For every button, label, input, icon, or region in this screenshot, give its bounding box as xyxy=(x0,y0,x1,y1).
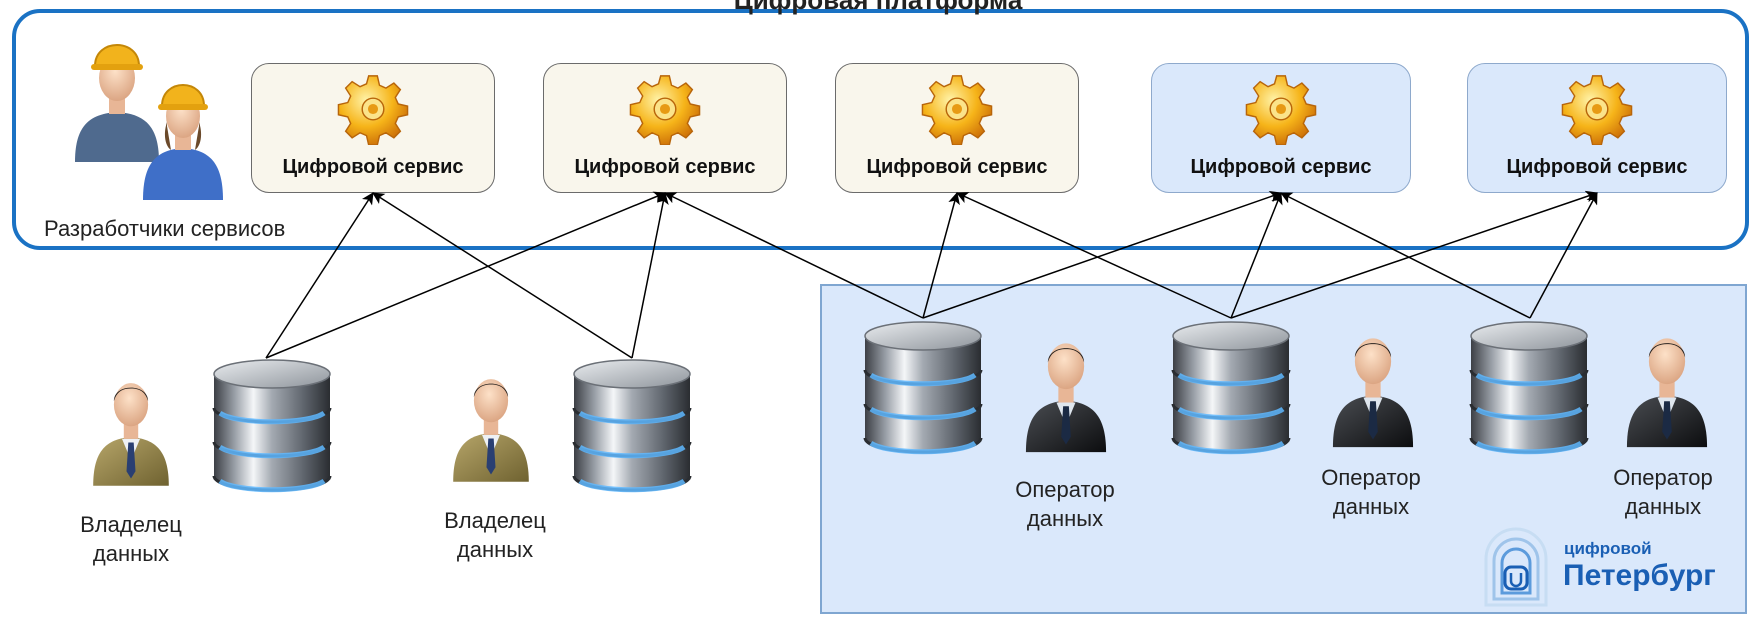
arrow xyxy=(1280,192,1531,319)
data-owner-caption: Владелец данных xyxy=(80,512,182,566)
arrow xyxy=(956,192,1232,319)
arrow xyxy=(631,192,669,359)
arrow xyxy=(372,192,633,359)
data-operator-caption: Оператор данных xyxy=(1321,465,1421,519)
arrow xyxy=(922,190,1282,319)
digital-petersburg-logo: цифровой Петербург xyxy=(1478,527,1742,609)
logo-small-text: цифровой xyxy=(1564,539,1652,558)
data-operator-icon xyxy=(1325,325,1421,449)
service-box: Цифровой сервис xyxy=(1467,63,1727,193)
platform-frame xyxy=(12,9,1749,250)
data-owner-caption: Владелец данных xyxy=(444,508,546,562)
service-label: Цифровой сервис xyxy=(574,156,756,178)
petersburg-logo-icon xyxy=(1484,527,1548,607)
data-operator-icon xyxy=(1619,325,1715,449)
service-label: Цифровой сервис xyxy=(1506,156,1688,178)
database-icon xyxy=(570,356,694,496)
data-operator-caption: Оператор данных xyxy=(1613,465,1713,519)
developers-caption: Разработчики сервисов xyxy=(44,216,286,241)
data-owner-icon xyxy=(446,366,536,484)
database-icon xyxy=(861,318,985,458)
logo-big-text: Петербург xyxy=(1563,559,1716,592)
data-operator-icon xyxy=(1018,330,1114,454)
database-icon xyxy=(210,356,334,496)
service-box: Цифровой сервис xyxy=(251,63,495,193)
diagram-title: Цифровая платформа xyxy=(733,0,1023,15)
service-label: Цифровой сервис xyxy=(1190,156,1372,178)
arrow xyxy=(664,192,924,319)
arrow xyxy=(1230,190,1598,319)
database-icon xyxy=(1467,318,1591,458)
service-box: Цифровой сервис xyxy=(1151,63,1411,193)
arrow xyxy=(1230,192,1283,319)
service-label: Цифровой сервис xyxy=(866,156,1048,178)
arrow xyxy=(1529,192,1598,319)
arrow xyxy=(922,192,960,319)
data-owner-icon xyxy=(86,370,176,488)
arrow xyxy=(265,191,666,359)
database-icon xyxy=(1169,318,1293,458)
data-operator-caption: Оператор данных xyxy=(1015,477,1115,531)
service-label: Цифровой сервис xyxy=(282,156,464,178)
arrow xyxy=(265,192,374,359)
service-box: Цифровой сервис xyxy=(543,63,787,193)
